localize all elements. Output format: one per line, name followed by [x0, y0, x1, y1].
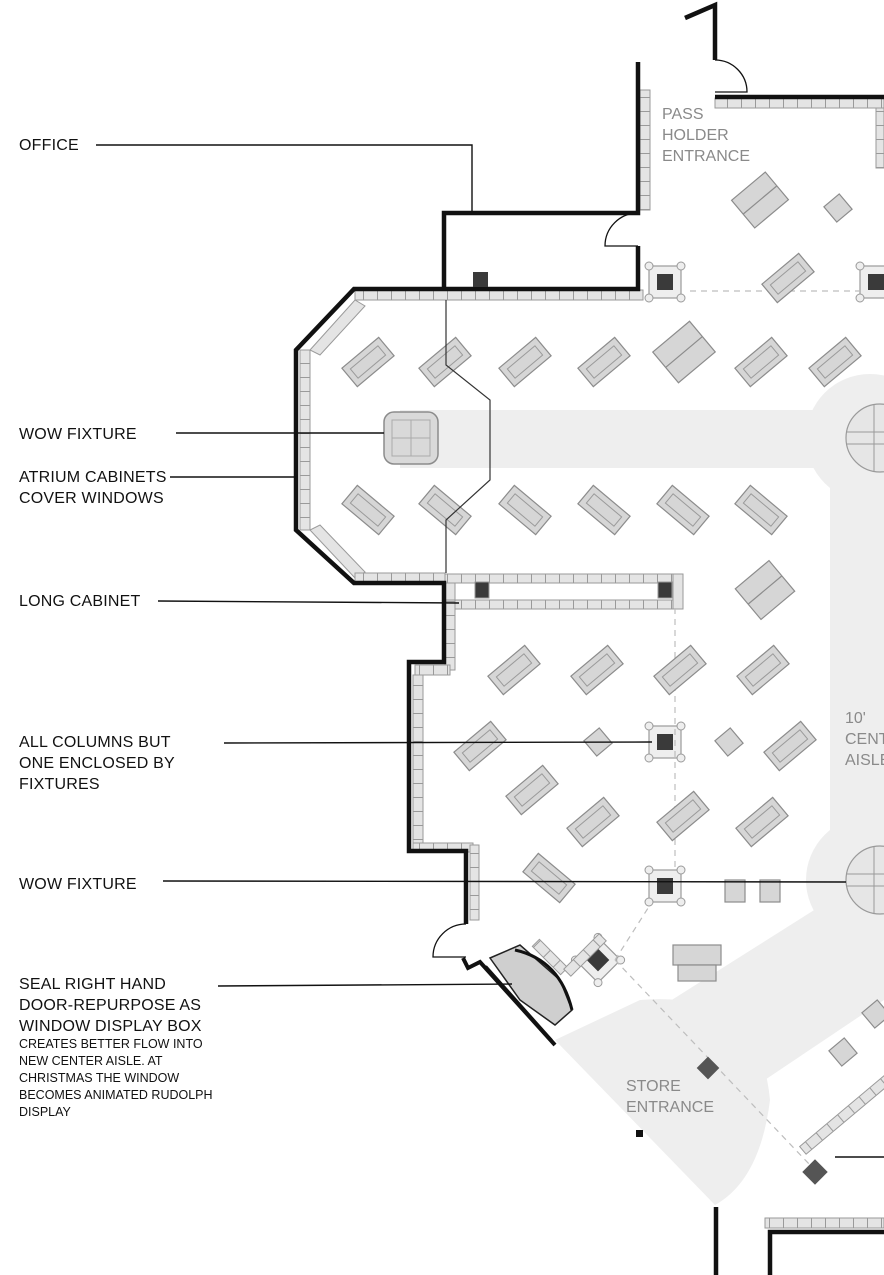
callout-leaders [96, 144, 884, 1158]
leader-wow-bottom [162, 880, 847, 883]
walls [293, 1, 884, 1275]
callout-atrium-line1: ATRIUM CABINETS [19, 469, 167, 486]
callout-seal-line3: WINDOW DISPLAY BOX [19, 1018, 202, 1035]
callout-columns-line2: ONE ENCLOSED BY [19, 755, 175, 772]
pass-line1: PASS [662, 106, 704, 123]
seal-note-line5: DISPLAY [19, 1105, 71, 1119]
atrium-divider [445, 300, 491, 573]
pass-line3: ENTRANCE [662, 148, 751, 165]
long-cabinet [444, 573, 684, 610]
store-line1: STORE [626, 1078, 681, 1095]
callout-seal-note: CREATES BETTER FLOW INTO NEW CENTER AISL… [19, 1036, 213, 1121]
callout-office: OFFICE [19, 137, 79, 154]
floor-band [400, 374, 884, 1205]
callout-seal-line1: SEAL RIGHT HAND [19, 976, 167, 993]
area-center-aisle: 10' CENTER AISLE [845, 708, 884, 771]
callout-wow-fixture-bottom: WOW FIXTURE [19, 876, 137, 893]
callout-long-cabinet: LONG CABINET [19, 593, 141, 610]
store-line2: ENTRANCE [626, 1099, 715, 1116]
atrium-cabinets [299, 89, 884, 584]
doors [432, 59, 748, 958]
pass-line2: HOLDER [662, 127, 729, 144]
seal-note-line4: BECOMES ANIMATED RUDOLPH [19, 1088, 213, 1102]
window-display-box [461, 944, 574, 1047]
callout-columns-line3: FIXTURES [19, 776, 100, 793]
area-pass-holder-entrance: PASS HOLDER ENTRANCE [662, 104, 750, 167]
callout-columns: ALL COLUMNS BUT ONE ENCLOSED BY FIXTURES [19, 732, 175, 795]
callout-seal-door: SEAL RIGHT HAND DOOR-REPURPOSE AS WINDOW… [19, 974, 202, 1037]
seal-note-line2: NEW CENTER AISLE. AT [19, 1054, 163, 1068]
callout-atrium-cabinets: ATRIUM CABINETS COVER WINDOWS [19, 467, 167, 509]
column-grid-lines [614, 290, 860, 1166]
callout-seal-line2: DOOR-REPURPOSE AS [19, 997, 202, 1014]
aisle-line3: AISLE [845, 752, 884, 769]
large-fixtures [651, 171, 796, 982]
seal-note-line3: CHRISTMAS THE WINDOW [19, 1071, 180, 1085]
callout-wow-fixture-top: WOW FIXTURE [19, 426, 137, 443]
seal-note-line1: CREATES BETTER FLOW INTO [19, 1037, 203, 1051]
office-column [473, 272, 488, 287]
leader-columns [223, 741, 653, 744]
leader-seal [217, 983, 513, 987]
callout-atrium-line2: COVER WINDOWS [19, 490, 164, 507]
leader-long-cabinet [157, 600, 460, 604]
callout-columns-line1: ALL COLUMNS BUT [19, 734, 171, 751]
store-cabinets [531, 933, 884, 1229]
leader-office [96, 144, 473, 212]
aisle-line1: 10' [845, 710, 866, 727]
area-store-entrance: STORE ENTRANCE [626, 1076, 714, 1118]
aisle-line2: CENTER [845, 731, 884, 748]
atrium-wow-fixture [383, 411, 439, 465]
